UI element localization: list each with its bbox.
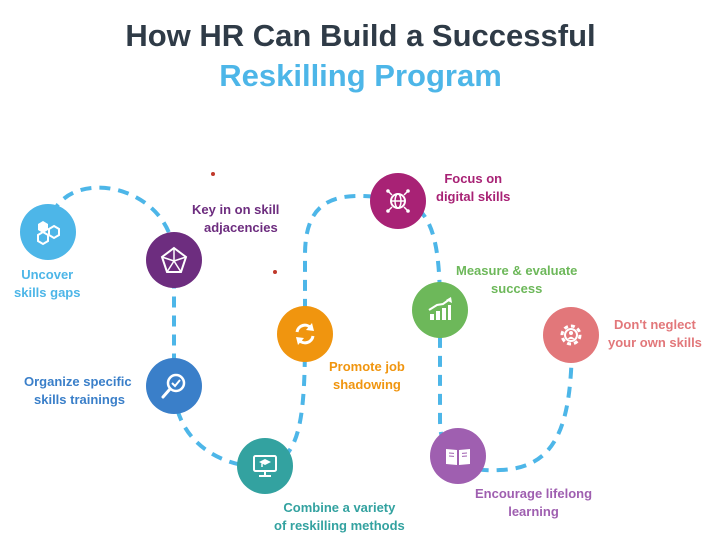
gear-person-icon (560, 324, 582, 346)
refresh-arrows-icon (295, 323, 315, 345)
step-9-label: Don't neglect your own skills (608, 317, 702, 350)
step-9-node (543, 307, 599, 363)
open-book-icon (446, 449, 470, 465)
step-7-node (412, 282, 468, 338)
decor-dot (273, 270, 277, 274)
step-8-node (430, 428, 486, 484)
step-5-label: Promote job shadowing (329, 359, 405, 392)
step-1-node (20, 204, 76, 260)
magnifier-check-icon (161, 373, 186, 399)
step-1-label: Uncover skills gaps (14, 267, 81, 300)
step-3-label: Organize specific skills trainings (24, 374, 132, 407)
step-8-label: Encourage lifelong learning (475, 486, 593, 519)
step-4-node (237, 438, 293, 494)
hexagons-icon (37, 221, 60, 246)
decor-dot (211, 172, 215, 176)
step-6-node (370, 173, 426, 229)
network-icon (160, 246, 188, 273)
step-2-label: Key in on skill adjacencies (192, 202, 280, 235)
title-line-1: How HR Can Build a Successful (125, 18, 596, 53)
title-line-2: Reskilling Program (219, 58, 502, 93)
step-7-label: Measure & evaluate success (456, 263, 578, 296)
step-3-node (146, 358, 202, 414)
step-2-node (146, 232, 202, 288)
monitor-graduation-icon (253, 455, 277, 477)
step-6-label: Focus on digital skills (436, 171, 511, 204)
bar-chart-icon (428, 297, 452, 320)
step-5-node (277, 306, 333, 362)
step-4-label: Combine a variety of reskilling methods (274, 500, 405, 533)
digital-globe-icon (386, 189, 410, 213)
